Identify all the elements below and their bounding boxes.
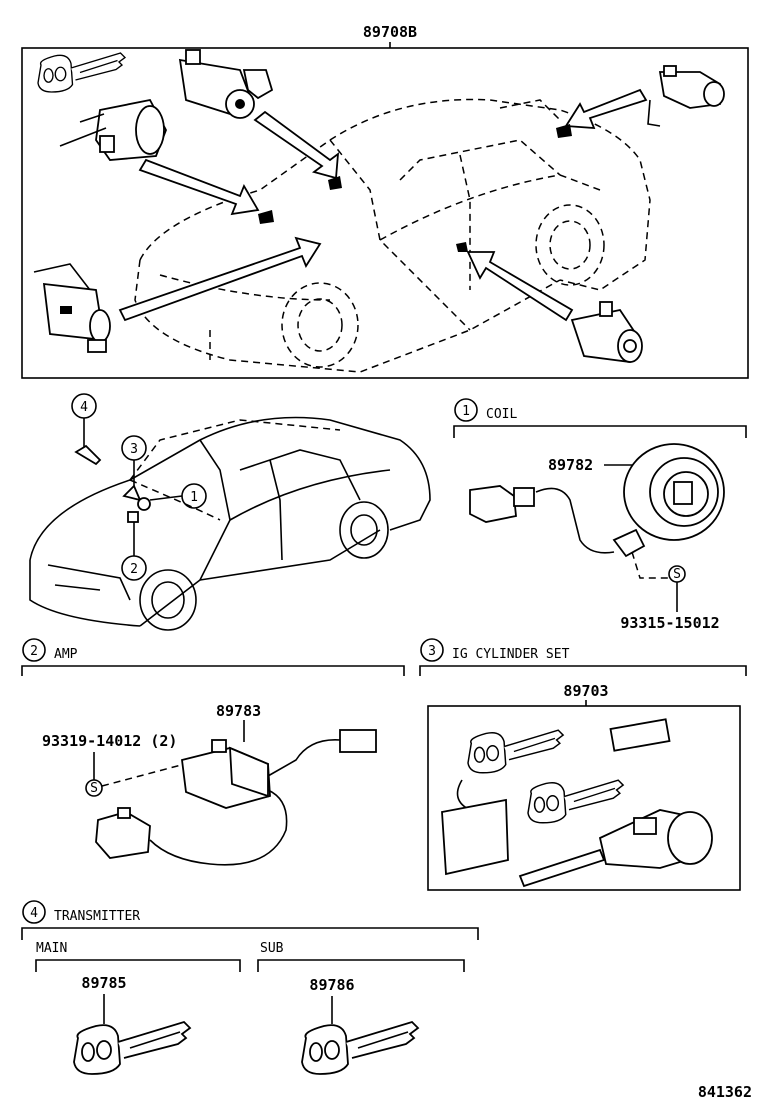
coil-screw: S — [631, 551, 686, 612]
svg-text:1: 1 — [462, 404, 470, 419]
top-car-outline — [134, 98, 651, 373]
svg-text:AMP: AMP — [54, 647, 78, 662]
top-key-icon — [37, 52, 126, 93]
top-assembly-frame — [21, 47, 749, 379]
svg-text:S: S — [673, 567, 681, 582]
svg-text:3: 3 — [130, 442, 138, 457]
transmitter-sub-key-icon — [301, 1021, 419, 1075]
top-door-cylinder-icon — [570, 301, 643, 363]
svg-text:IG CYLINDER SET: IG CYLINDER SET — [452, 647, 570, 662]
svg-text:COIL: COIL — [486, 407, 517, 422]
callout-2-locator: 2 — [121, 511, 147, 581]
svg-text:2: 2 — [30, 644, 38, 659]
callout-3-locator: 3 — [121, 435, 147, 502]
section-transmitter-header: 4 TRANSMITTER — [21, 900, 479, 940]
transmitter-main-header: MAIN — [35, 941, 241, 972]
callout-1-locator: 1 — [137, 483, 207, 511]
svg-text:SUB: SUB — [260, 941, 284, 956]
transmitter-sub-part-number: 89786 — [309, 976, 354, 994]
svg-text:S: S — [90, 781, 98, 796]
svg-text:4: 4 — [30, 906, 38, 921]
svg-text:1: 1 — [190, 490, 198, 505]
locator-car-outline — [29, 416, 431, 631]
svg-text:MAIN: MAIN — [36, 941, 67, 956]
transmitter-sub-header: SUB — [257, 941, 465, 972]
svg-text:4: 4 — [80, 400, 88, 415]
svg-text:3: 3 — [428, 644, 436, 659]
ig-keys-icon — [441, 718, 713, 888]
top-ignition-cylinder-icon — [59, 98, 167, 161]
section-ig-header: 3 IG CYLINDER SET — [419, 638, 747, 676]
top-pointer-arrows — [118, 88, 648, 322]
illustration-number: 841362 — [698, 1083, 752, 1101]
top-door-lock-cylinder-icon — [178, 49, 274, 119]
svg-text:2: 2 — [130, 562, 138, 577]
callout-4-locator: 4 — [71, 393, 102, 466]
section-coil-header: 1 COIL — [453, 398, 747, 438]
top-assembly-part-number: 89708B — [363, 23, 417, 41]
amp-screw-part-number: 93319-14012 (2) — [42, 732, 177, 750]
svg-text:TRANSMITTER: TRANSMITTER — [54, 909, 140, 924]
amp-part-number: 89783 — [216, 702, 261, 720]
ig-cylinder-part-number: 89703 — [563, 682, 608, 700]
ig-cylinder-frame — [427, 705, 741, 891]
transmitter-main-key-icon — [73, 1021, 191, 1075]
coil-part-number: 89782 — [548, 456, 593, 474]
amp-module-icon — [95, 729, 377, 866]
coil-icon — [469, 443, 725, 558]
coil-screw-part-number: 93315-15012 — [620, 614, 719, 632]
section-amp-header: 2 AMP — [21, 638, 405, 676]
top-trunk-lock-icon — [647, 65, 725, 127]
top-amp-module-icon — [33, 263, 111, 353]
transmitter-main-part-number: 89785 — [81, 974, 126, 992]
